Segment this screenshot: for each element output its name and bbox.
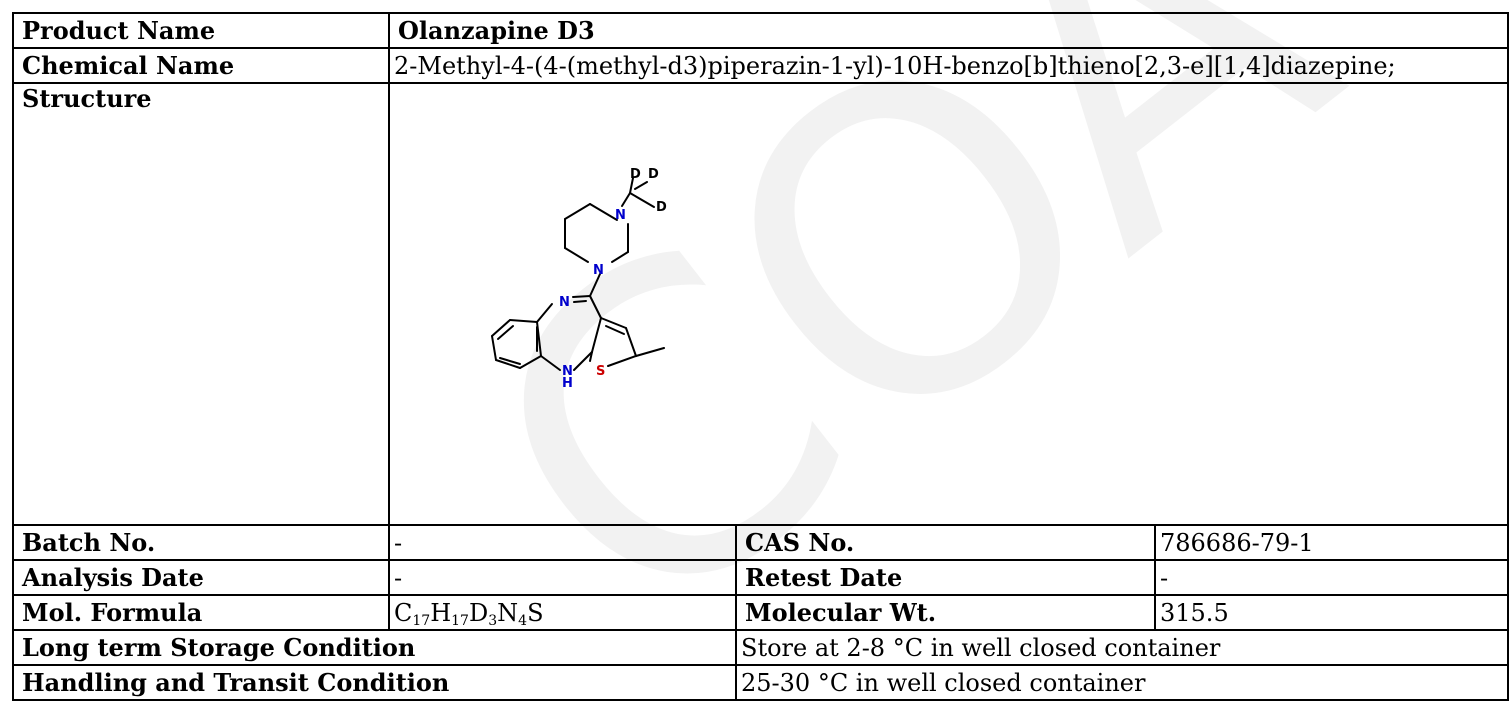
handling-value: 25-30 °C in well closed container (734, 664, 1509, 701)
analysis-date-label: Analysis Date (12, 559, 390, 596)
product-name-value: Olanzapine D3 (387, 12, 1509, 49)
batch-value: - (388, 524, 737, 561)
mol-formula-value: C17H17D3N4S (388, 594, 737, 631)
formula-n: N (497, 598, 519, 627)
row-batch-cas: Batch No. - CAS No. 786686-79-1 (12, 524, 1509, 561)
atom-nh-n: N (562, 364, 573, 379)
mol-formula-label: Mol. Formula (12, 594, 390, 631)
row-handling: Handling and Transit Condition 25-30 °C … (12, 664, 1509, 701)
formula-h-count: 17 (451, 612, 469, 629)
formula-d-count: 3 (488, 612, 498, 629)
mol-wt-value: 315.5 (1153, 594, 1509, 631)
formula-h: H (430, 598, 452, 627)
analysis-date-value: - (388, 559, 737, 596)
row-dates: Analysis Date - Retest Date - (12, 559, 1509, 596)
batch-label: Batch No. (12, 524, 390, 561)
storage-label: Long term Storage Condition (12, 629, 737, 666)
retest-date-label: Retest Date (735, 559, 1156, 596)
cas-value: 786686-79-1 (1153, 524, 1509, 561)
chemical-name-value: 2-Methyl-4-(4-(methyl-d3)piperazin-1-yl)… (387, 47, 1509, 84)
structure-box: D D D N N N N H S (391, 85, 1506, 523)
atom-d1: D (630, 167, 641, 182)
formula-n-count: 4 (518, 612, 528, 629)
formula-c-count: 17 (412, 612, 431, 629)
atom-n-imine: N (559, 295, 570, 310)
atom-n-top: N (615, 208, 626, 223)
row-product-name: Product Name Olanzapine D3 (12, 12, 1509, 49)
formula-d: D (468, 598, 489, 627)
structure-image: D D D N N N N H S (491, 167, 667, 391)
row-chemical-name: Chemical Name 2-Methyl-4-(4-(methyl-d3)p… (12, 47, 1509, 84)
row-formula-weight: Mol. Formula C17H17D3N4S Molecular Wt. 3… (12, 594, 1509, 631)
storage-value: Store at 2-8 °C in well closed container (734, 629, 1509, 666)
atom-d2: D (648, 167, 659, 182)
atom-n-bottom: N (593, 263, 604, 278)
handling-label: Handling and Transit Condition (12, 664, 737, 701)
mol-wt-label: Molecular Wt. (735, 594, 1156, 631)
chemical-name-label: Chemical Name (12, 47, 390, 84)
row-structure: Structure (12, 82, 1509, 526)
product-name-label: Product Name (12, 12, 390, 49)
row-storage: Long term Storage Condition Store at 2-8… (12, 629, 1509, 666)
retest-date-value: - (1153, 559, 1509, 596)
structure-cell: D D D N N N N H S (387, 82, 1509, 526)
coa-table: Product Name Olanzapine D3 Chemical Name… (12, 12, 1509, 701)
atom-d3: D (656, 200, 667, 215)
formula-s: S (527, 598, 544, 627)
cas-label: CAS No. (735, 524, 1156, 561)
atom-s: S (596, 364, 605, 379)
structure-label: Structure (12, 82, 390, 526)
formula-c: C (394, 598, 413, 627)
atom-nh-h: H (562, 376, 573, 391)
